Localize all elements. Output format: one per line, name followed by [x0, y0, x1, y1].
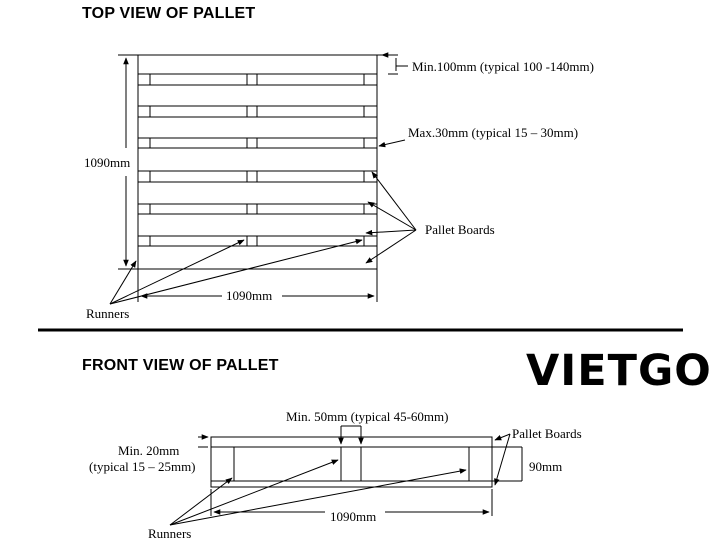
height-label-front: 90mm [529, 459, 562, 474]
board-gap-arrow [378, 139, 406, 148]
height-dimension-front [492, 446, 523, 482]
runner-middle [340, 446, 362, 482]
vietgo-logo: VIETGO [526, 346, 712, 396]
length-label-front: 1090mm [330, 509, 376, 524]
runners-leaders-top [109, 238, 363, 305]
front-view-title: FRONT VIEW OF PALLET [82, 357, 279, 374]
runners-label-top: Runners [86, 306, 129, 321]
runner-thickness-label-2: (typical 15 – 25mm) [89, 459, 196, 474]
top-view-drawing [109, 52, 417, 305]
height-dimension [118, 54, 138, 270]
runner-thickness-label-1: Min. 20mm [118, 443, 179, 458]
runners-leaders-front [169, 459, 467, 526]
board-gap-label: Max.30mm (typical 15 – 30mm) [408, 125, 578, 140]
board-width-label: Min.100mm (typical 100 -140mm) [412, 59, 594, 74]
runner-thickness-dimension [198, 434, 209, 448]
pallet-boards-label-front: Pallet Boards [512, 426, 582, 441]
pallet-boards-label-top: Pallet Boards [425, 222, 495, 237]
board-thickness-label: Min. 50mm (typical 45-60mm) [286, 409, 448, 424]
runners-label-front: Runners [148, 526, 191, 541]
height-label: 1090mm [84, 155, 130, 170]
pallet-boards-leaders-front [494, 433, 511, 486]
runner-bottom [210, 480, 493, 488]
top-view-title: TOP VIEW OF PALLET [82, 5, 256, 22]
pallet-outline [137, 54, 378, 270]
pallet-board-top [210, 436, 493, 448]
width-label: 1090mm [226, 288, 272, 303]
length-dimension-front [210, 489, 493, 516]
runners-top-view [149, 74, 365, 246]
pallet-boards-leaders [365, 171, 417, 264]
board-thickness-dimension [338, 425, 364, 445]
front-view-drawing [169, 425, 523, 526]
board-width-dimension [377, 52, 408, 75]
